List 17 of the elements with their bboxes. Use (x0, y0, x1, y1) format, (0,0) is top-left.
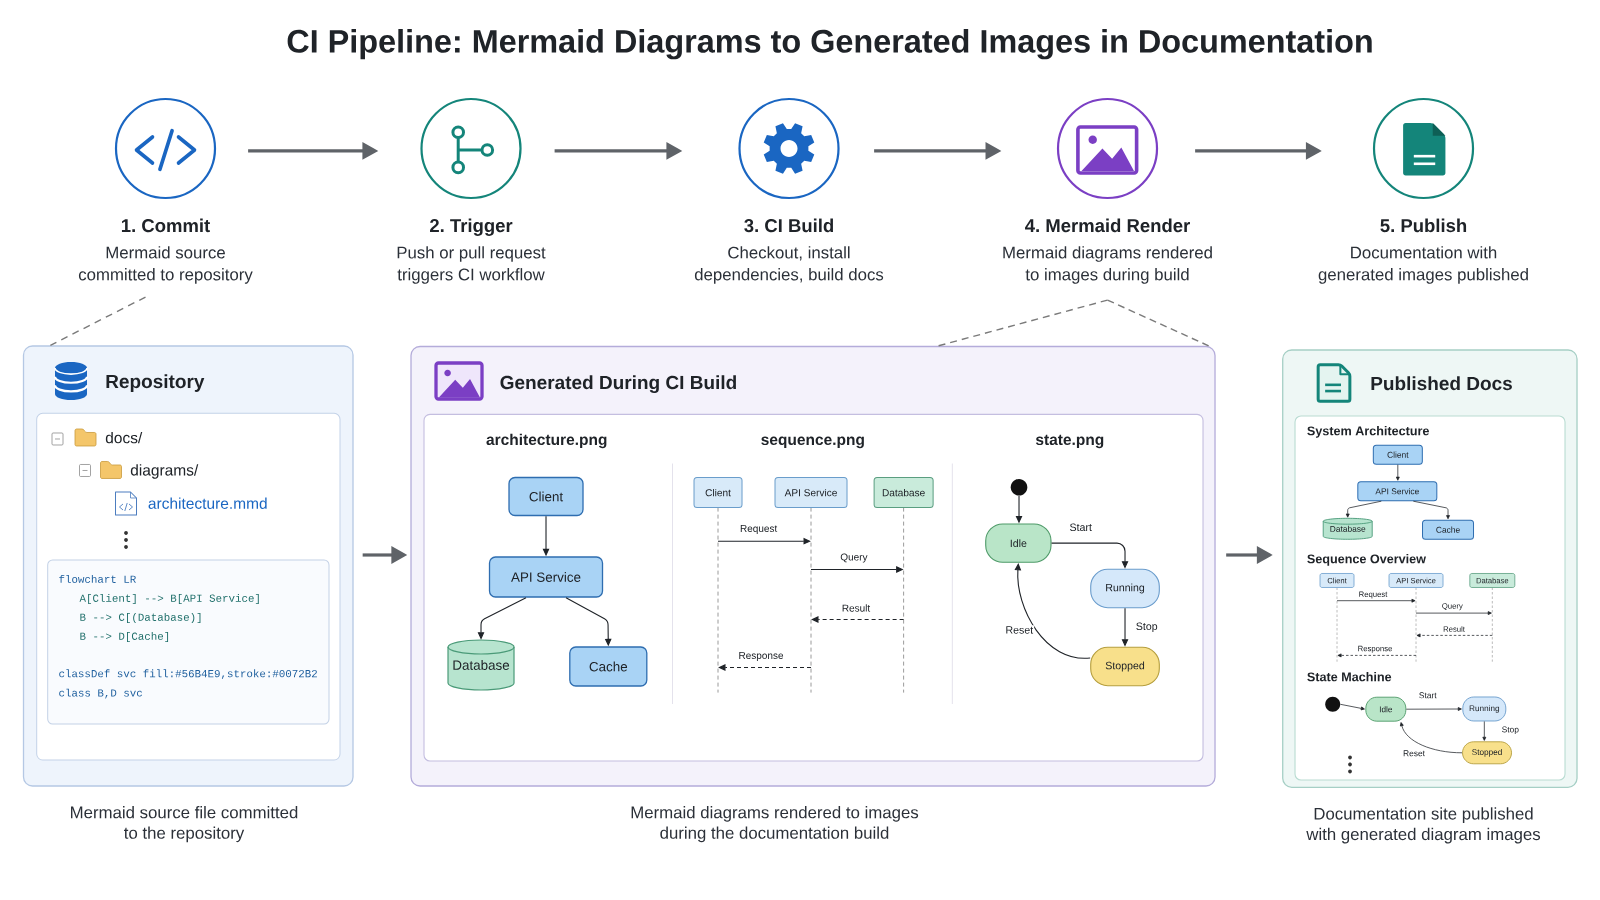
step-description: Mermaid source committed to repository (78, 246, 253, 284)
step-title: 1. Commit (121, 218, 210, 233)
panel-description: Mermaid source file committed to the repository (71, 806, 298, 843)
step-description: Checkout, install dependencies, build docs (694, 246, 884, 284)
callout-line (49, 296, 147, 347)
title: CI Pipeline: Mermaid Diagrams to Generated Images in Documentation (287, 29, 1372, 60)
step-title: 3. CI Build (744, 218, 833, 233)
step-title: 5. Publish (1380, 218, 1467, 233)
step-title: 4. Mermaid Render (1025, 218, 1190, 233)
step-description: Push or pull request triggers CI workflow (397, 246, 546, 284)
step-title: 2. Trigger (430, 218, 513, 236)
panel-description: Mermaid diagrams rendered to images during the documentation build (631, 806, 919, 843)
step-description: Mermaid diagrams rendered to images during build (1003, 246, 1212, 284)
panel-description: Documentation site published with generated diagram images (1306, 807, 1541, 844)
step-description: Documentation with generated images published (1318, 246, 1528, 284)
callout-line (1106, 299, 1210, 347)
callout-line (937, 299, 1109, 347)
